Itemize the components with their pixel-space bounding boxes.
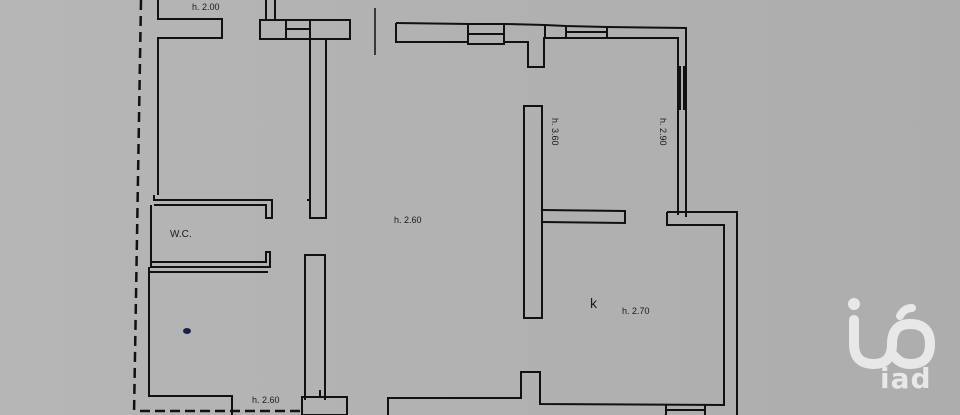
ink-mark (183, 328, 191, 334)
height-label-top-left: h. 2.00 (192, 2, 220, 12)
height-label-column: h. 3.60 (550, 118, 560, 146)
room-label-kitchen: k (590, 295, 597, 311)
height-label-center: h. 2.60 (394, 215, 422, 225)
height-label-kitchen: h. 2.70 (622, 306, 650, 316)
iad-logo-text: iad (880, 362, 932, 395)
property-boundary-dashed (132, 0, 143, 415)
height-label-right-wall: h. 2.90 (658, 118, 668, 146)
room-label-wc: W.C. (170, 229, 192, 240)
height-label-bottom-left: h. 2.60 (252, 395, 280, 405)
iad-logo-icon (848, 298, 936, 370)
